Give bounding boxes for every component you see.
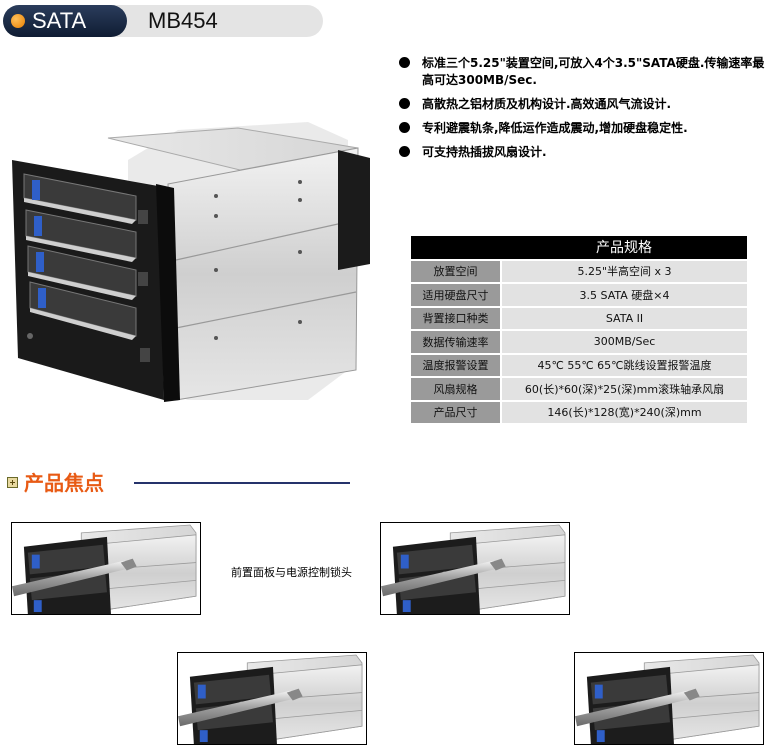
feature-text: 标准三个5.25"装置空间,可放入4个3.5"SATA硬盘.传输速率最高可达30… [422,56,765,87]
focus-caption: 前置面板与电源控制锁头 [231,566,352,579]
bullet-dot-icon [399,98,410,109]
focus-image [177,652,367,745]
spec-label: 产品尺寸 [411,400,502,425]
focus-image [380,522,570,615]
bullet-dot-icon [11,14,25,28]
model-name: MB454 [148,8,218,33]
list-item: 可支持热插拔风扇设计. [398,144,768,161]
bullet-dot-icon [399,122,410,133]
product-image [8,100,376,410]
spec-header-row: 产品规格 [411,236,747,261]
spec-label: 放置空间 [411,259,502,284]
bullet-dot-icon [399,146,410,157]
header-badge: SATA [3,5,127,37]
feature-text: 高散热之铝材质及机构设计.高效通风气流设计. [422,97,672,111]
focus-image [574,652,764,745]
spec-title: 产品规格 [501,236,747,261]
focus-image [11,522,201,615]
list-item: 标准三个5.25"装置空间,可放入4个3.5"SATA硬盘.传输速率最高可达30… [398,55,768,89]
feature-list: 标准三个5.25"装置空间,可放入4个3.5"SATA硬盘.传输速率最高可达30… [398,55,768,168]
list-item: 专利避震轨条,降低运作造成震动,增加硬盘稳定性. [398,120,768,137]
feature-text: 专利避震轨条,降低运作造成震动,增加硬盘稳定性. [422,121,688,135]
spec-value: 45℃ 55℃ 65℃跳线设置报警温度 [501,353,747,378]
spec-value: 3.5 SATA 硬盘×4 [501,283,747,308]
plus-box-icon [7,477,18,488]
list-item: 高散热之铝材质及机构设计.高效通风气流设计. [398,96,768,113]
feature-text: 可支持热插拔风扇设计. [422,145,547,159]
bullet-dot-icon [399,57,410,68]
spec-label: 背置接口种类 [411,306,502,331]
badge-text: SATA [32,8,87,33]
spec-value: 60(长)*60(深)*25(深)mm滚珠轴承风扇 [501,377,747,402]
section-title: 产品焦点 [24,471,104,495]
spec-value: SATA II [501,306,747,331]
spec-label: 温度报警设置 [411,353,502,378]
spec-label: 适用硬盘尺寸 [411,283,502,308]
spec-value: 5.25"半高空间 x 3 [501,259,747,284]
spec-label: 风扇规格 [411,377,502,402]
spec-value: 146(长)*128(宽)*240(深)mm [501,400,747,425]
spec-label: 数据传输速率 [411,330,502,355]
spec-value: 300MB/Sec [501,330,747,355]
spec-header-blank [411,236,501,261]
section-divider [134,482,350,484]
product-header: SATA MB454 [3,5,323,37]
